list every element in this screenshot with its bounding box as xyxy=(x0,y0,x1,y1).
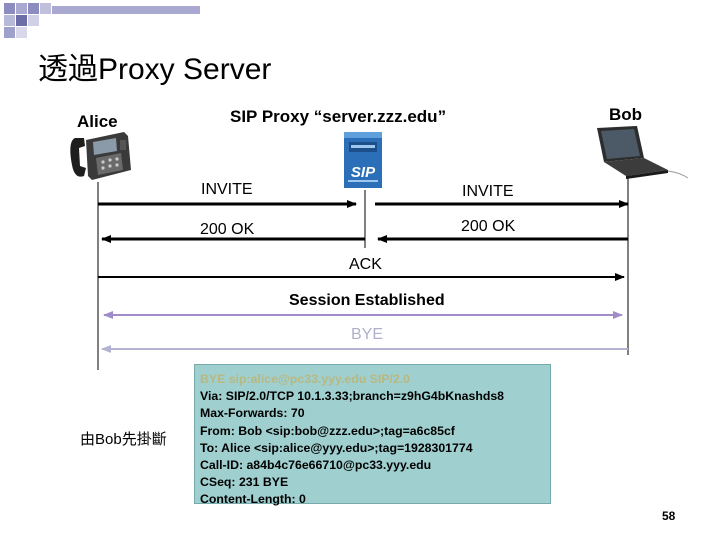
side-note: 由Bob先掛斷 xyxy=(80,431,167,448)
bob-label: Bob xyxy=(609,105,643,124)
page-title: 透過Proxy Server xyxy=(38,53,272,86)
proxy-label: SIP Proxy “server.zzz.edu” xyxy=(230,107,447,126)
invite-right-label: INVITE xyxy=(462,183,514,200)
ack-label: ACK xyxy=(349,256,382,273)
bye-request-line: BYE sip:alice@pc33.yyy.edu SIP/2.0 xyxy=(200,372,410,386)
to-header: To: Alice <sip:alice@yyy.edu>;tag=192830… xyxy=(200,440,473,455)
ip-phone-icon xyxy=(70,132,131,180)
via-header: Via: SIP/2.0/TCP 10.1.3.33;branch=z9hG4b… xyxy=(200,389,505,404)
invite-left-label: INVITE xyxy=(201,181,253,198)
session-label: Session Established xyxy=(289,292,445,309)
sip-logo-text: SIP xyxy=(351,164,376,181)
ok-left-label: 200 OK xyxy=(200,221,255,238)
max-forwards-header: Max-Forwards: 70 xyxy=(200,406,305,421)
page-number: 58 xyxy=(662,509,676,523)
content-length-header: Content-Length: 0 xyxy=(200,492,306,507)
ok-right-label: 200 OK xyxy=(461,218,516,235)
cseq-header: CSeq: 231 BYE xyxy=(200,475,289,490)
laptop-icon xyxy=(597,126,689,179)
bye-label: BYE xyxy=(351,326,384,343)
call-id-header: Call-ID: a84b4c76e66710@pc33.yyy.edu xyxy=(200,458,432,473)
alice-label: Alice xyxy=(77,112,118,131)
from-header: From: Bob <sip:bob@zzz.edu>;tag=a6c85cf xyxy=(200,423,455,438)
bye-message-box: BYE sip:alice@pc33.yyy.edu SIP/2.0 Via: … xyxy=(194,364,551,506)
decorative-squares xyxy=(4,3,200,38)
sip-server-icon: SIP xyxy=(344,132,382,188)
